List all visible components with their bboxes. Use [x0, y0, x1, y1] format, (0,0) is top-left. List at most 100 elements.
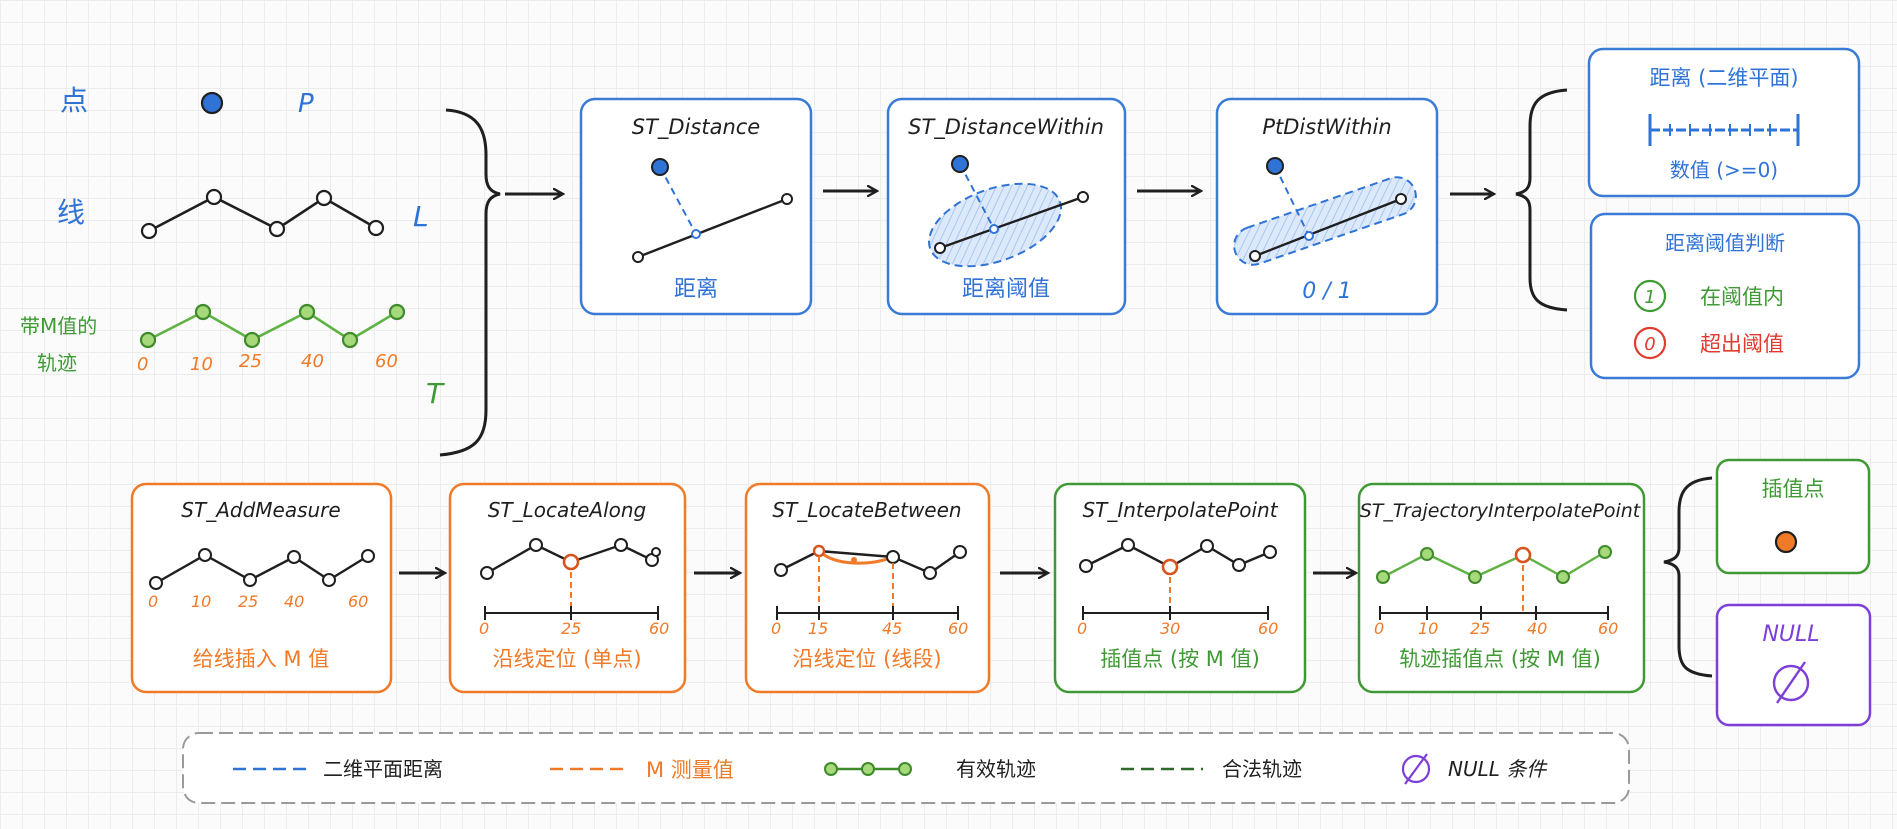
point-icon: [1266, 157, 1284, 175]
box-st-trajectoryinterpolatepoint: ST_TrajectoryInterpolatePoint 0 10 25 40…: [1357, 482, 1646, 694]
legend-label: M 测量值: [646, 758, 734, 782]
st-interpolatepoint-title: ST_InterpolatePoint: [1082, 498, 1278, 522]
m-tick: 0: [1374, 619, 1384, 638]
outside-label: 超出阈值: [1700, 332, 1784, 356]
m-tick: 40: [284, 592, 304, 611]
box-st-interpolatepoint: ST_InterpolatePoint 0 30 60 插值点 (按 M 值): [1053, 482, 1307, 694]
st-distance-title: ST_Distance: [632, 115, 760, 140]
m-tick: 0: [771, 619, 781, 638]
ptdistwithin-caption: 0 / 1: [1302, 279, 1351, 304]
legend-label: 二维平面距离: [323, 757, 443, 781]
m-tick: 45: [882, 619, 902, 638]
m-tick: 60: [348, 592, 368, 611]
top-outputs-brace: [1515, 88, 1568, 312]
m-tick: 10: [191, 592, 211, 611]
box-st-addmeasure: ST_AddMeasure 0 10 25 40 60 给线插入 M 值: [130, 482, 393, 694]
m-tick: 15: [808, 619, 828, 638]
output-null: NULL: [1715, 603, 1872, 727]
point-p-icon: [200, 91, 224, 115]
m-tick: 25: [238, 592, 258, 611]
distance-ruler-icon: [1648, 114, 1800, 146]
m-tick: 10: [1418, 619, 1438, 638]
trajectory-m-value: 40: [301, 351, 324, 372]
inputs-brace: [439, 108, 501, 457]
output-distance: 距离 (二维平面) 数值 (>=0): [1587, 47, 1861, 198]
legend-label: 有效轨迹: [956, 757, 1036, 781]
box-st-distance: ST_Distance 距离: [579, 97, 813, 316]
m-tick: 0: [479, 619, 489, 638]
line-label: 线: [57, 196, 85, 229]
bottom-outputs-brace: [1663, 476, 1713, 678]
st-distancewithin-caption: 距离阈值: [962, 277, 1050, 302]
m-tick: 60: [948, 619, 968, 638]
m-tick: 60: [649, 619, 669, 638]
st-locatebetween-title: ST_LocateBetween: [772, 498, 961, 522]
legend-label: 合法轨迹: [1222, 757, 1302, 781]
distance-dash: [659, 166, 697, 235]
located-point-icon: [562, 553, 580, 571]
st-distancewithin-title: ST_DistanceWithin: [908, 115, 1104, 140]
inside-symbol: 1: [1644, 287, 1655, 308]
point-icon: [651, 158, 669, 176]
box-st-locatealong: ST_LocateAlong 0 25 60 沿线定位 (单点): [448, 482, 687, 694]
line-vertices: [140, 188, 385, 240]
st-trajectoryinterpolatepoint-title: ST_TrajectoryInterpolatePoint: [1360, 500, 1642, 522]
box-ptdistwithin: PtDistWithin 0 / 1: [1215, 97, 1439, 316]
outside-symbol: 0: [1644, 334, 1655, 355]
st-locatealong-caption: 沿线定位 (单点): [492, 647, 641, 671]
trajectory-m-value: 0: [137, 354, 148, 375]
threshold-output-title: 距离阈值判断: [1665, 231, 1785, 255]
m-tick: 25: [1470, 619, 1490, 638]
input-line: 线 L: [57, 188, 429, 240]
trajectory-label-line2: 轨迹: [37, 351, 77, 375]
trajectory-m-value: 60: [375, 351, 398, 372]
st-addmeasure-title: ST_AddMeasure: [181, 498, 340, 522]
trajectory-label-line1: 带M值的: [20, 314, 97, 338]
legend-label: NULL 条件: [1448, 757, 1548, 781]
box-st-locatebetween: ST_LocateBetween 0 15 45 60 沿线定位 (线段): [744, 482, 991, 694]
distance-output-caption: 数值 (>=0): [1670, 158, 1778, 182]
m-tick: 30: [1160, 619, 1180, 638]
green-dot-line-icon: [824, 762, 912, 776]
segment-line: [637, 197, 788, 259]
inside-label: 在阈值内: [1700, 285, 1784, 309]
box-st-distancewithin: ST_DistanceWithin 距离阈值: [886, 97, 1127, 316]
output-threshold: 距离阈值判断 1 在阈值内 0 超出阈值: [1589, 212, 1861, 380]
null-output-title: NULL: [1762, 622, 1819, 647]
trajectory-m-value: 25: [239, 351, 262, 372]
empty-set-icon: [1401, 753, 1431, 785]
trajectory-m-values: 0 10 25 40 60: [137, 351, 398, 375]
st-addmeasure-caption: 给线插入 M 值: [193, 647, 329, 671]
m-tick: 60: [1598, 619, 1618, 638]
distance-output-title: 距离 (二维平面): [1649, 66, 1798, 90]
st-trajectoryinterpolatepoint-caption: 轨迹插值点 (按 M 值): [1399, 647, 1601, 671]
legend: 二维平面距离 M 测量值 有效轨迹 合法轨迹 NULL 条件: [182, 732, 1630, 804]
ptdistwithin-title: PtDistWithin: [1262, 115, 1391, 139]
interp-output-title: 插值点: [1762, 477, 1825, 501]
point-icon: [951, 155, 969, 173]
located-segment: [817, 549, 894, 565]
st-interpolatepoint-caption: 插值点 (按 M 值): [1100, 647, 1260, 671]
line-symbol: L: [413, 200, 429, 233]
empty-set-icon: [1772, 661, 1810, 704]
line-l-polyline: [148, 195, 377, 233]
m-tick: 40: [1527, 619, 1547, 638]
m-tick: 60: [1258, 619, 1278, 638]
st-locatebetween-caption: 沿线定位 (线段): [792, 647, 941, 671]
trajectory-vertices: [139, 303, 406, 349]
trajectory-symbol: T: [426, 377, 445, 410]
input-point: 点 P: [60, 84, 314, 119]
output-interp-point: 插值点: [1715, 458, 1871, 575]
buffer-capsule: [1233, 176, 1417, 266]
interpolated-point-icon: [1161, 558, 1179, 576]
point-label: 点: [60, 84, 88, 117]
st-distance-caption: 距离: [674, 277, 718, 302]
trajectory-polyline: [147, 310, 398, 342]
trajectory-interpolated-point-icon: [1514, 546, 1532, 564]
st-locatealong-title: ST_LocateAlong: [488, 498, 647, 522]
m-tick: 0: [148, 592, 158, 611]
outside-badge-icon: [1633, 326, 1667, 360]
interp-point-icon: [1774, 530, 1798, 554]
input-trajectory: 带M值的 轨迹 0 10 25 40 60 T: [20, 303, 445, 410]
